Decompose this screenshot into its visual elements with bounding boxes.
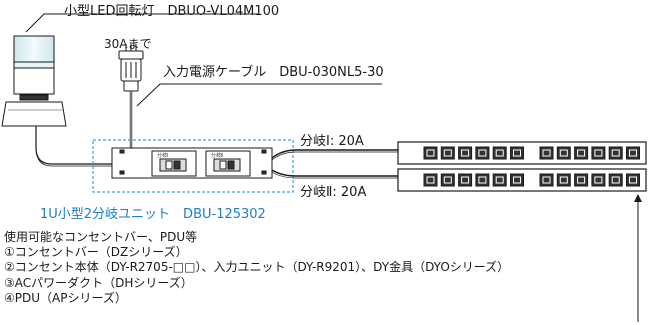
compatible-item: ③ACパワーダクト（DHシリーズ） [4, 275, 193, 290]
power-cable-leader [136, 83, 382, 107]
lamp-base [1, 101, 67, 127]
branch-1-label: 分岐Ⅰ: 20A [300, 134, 364, 149]
plug [118, 44, 144, 92]
outlet-socket [458, 146, 473, 160]
lamp-body [13, 67, 55, 95]
outlet-socket [574, 173, 589, 187]
breaker-1-tag: 分岐Ⅰ [157, 152, 168, 159]
compatible-item: ①コンセントバー（DZシリーズ） [4, 245, 188, 260]
outlet-socket [608, 173, 623, 187]
outlet-socket [608, 146, 623, 160]
power-cable-label: 入力電源ケーブル DBU-030NL5-30 [163, 65, 384, 80]
outlet-socket [492, 146, 507, 160]
outlet-socket [591, 173, 606, 187]
outlet-socket [626, 146, 640, 160]
outlet-socket [591, 146, 606, 160]
unit-label: 1U小型2分岐ユニット DBU-125302 [40, 207, 266, 222]
outlet-socket [475, 146, 490, 160]
outlet-socket [539, 173, 554, 187]
lamp-dome [13, 35, 55, 63]
outlet-socket [458, 173, 473, 187]
outlet-socket [510, 146, 524, 160]
output-cable-1 [271, 149, 398, 159]
lamp-leader [25, 13, 258, 33]
outlet-socket [423, 146, 438, 160]
outlet-socket [510, 173, 524, 187]
compatible-list: 使用可能なコンセントバー、PDU等 ①コンセントバー（DZシリーズ） ②コンセン… [4, 230, 509, 306]
lamp-ring [13, 61, 55, 69]
unit-dashed-frame [92, 139, 294, 193]
outlet-bars [397, 141, 647, 192]
breaker-2-tag: 分岐Ⅱ [211, 152, 223, 159]
compatible-item: ②コンセント本体（DY-R2705-□□）、入力ユニット（DY-R9201）、D… [4, 260, 510, 275]
outlet-socket [440, 173, 455, 187]
outlet-socket [626, 173, 640, 187]
rotating-lamp [1, 35, 67, 127]
outlet-socket [475, 173, 490, 187]
outlet-socket [556, 173, 571, 187]
compatible-item: ④PDU（APシリーズ） [4, 290, 127, 305]
outlet-socket [574, 146, 589, 160]
lamp-cable [35, 126, 112, 165]
outlet-socket [440, 146, 455, 160]
outlet-socket [539, 146, 554, 160]
lamp-slot [19, 94, 49, 101]
outlet-socket [492, 173, 507, 187]
output-cable-2 [271, 169, 398, 177]
branch-2-label: 分岐Ⅱ: 20A [300, 185, 367, 200]
leader-arrow [634, 194, 642, 202]
outlet-socket [556, 146, 571, 160]
lamp-label: 小型LED回転灯 DBUO-VL04M100 [64, 4, 280, 19]
compatible-list-title: 使用可能なコンセントバー、PDU等 [4, 230, 198, 244]
branch-unit [111, 147, 273, 179]
plug-limit-label: 30Aまで [104, 37, 152, 51]
outlet-socket [423, 173, 438, 187]
